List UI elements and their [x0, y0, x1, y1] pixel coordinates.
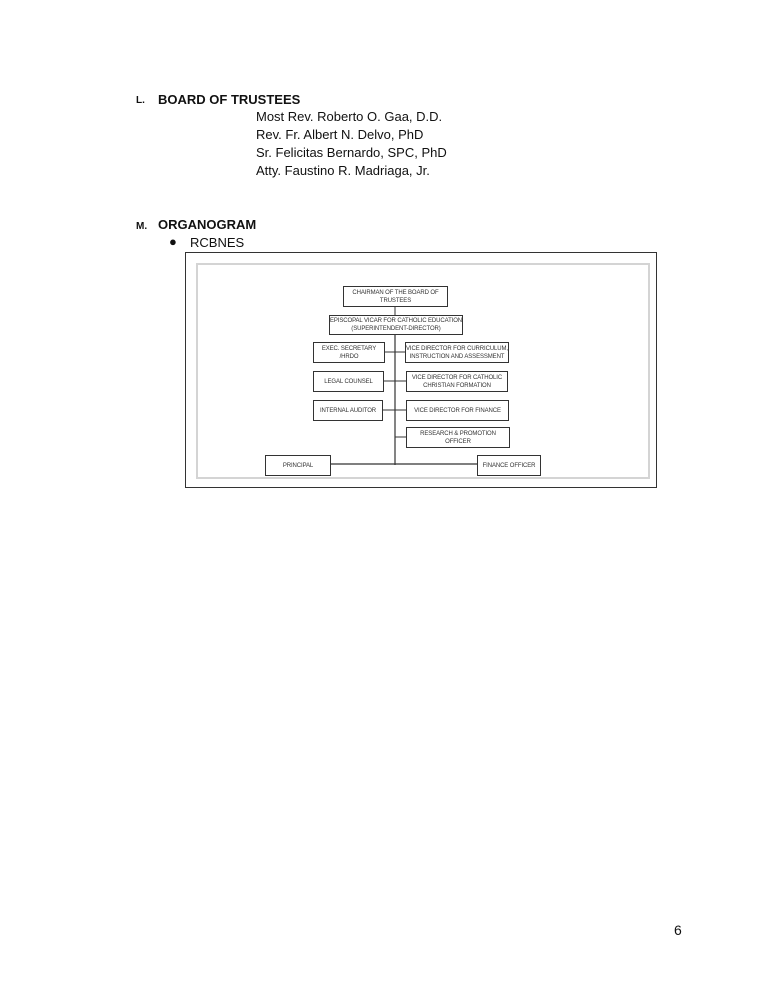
section-letter-l: L. — [136, 95, 145, 106]
research-officer-box: RESEARCH & PROMOTION OFFICER — [406, 427, 510, 448]
finance-officer-box: FINANCE OFFICER — [477, 455, 541, 476]
page-number: 6 — [674, 922, 682, 938]
trustee-name: Atty. Faustino R. Madriaga, Jr. — [256, 163, 430, 178]
board-of-trustees-heading: BOARD OF TRUSTEES — [158, 92, 301, 107]
trustee-name: Rev. Fr. Albert N. Delvo, PhD — [256, 127, 424, 142]
vd-finance-box: VICE DIRECTOR FOR FINANCE — [406, 400, 509, 421]
vicar-box: EPISCOPAL VICAR FOR CATHOLIC EDUCATION (… — [329, 315, 463, 335]
trustee-name: Most Rev. Roberto O. Gaa, D.D. — [256, 109, 443, 124]
chart-inner-border — [196, 263, 650, 479]
section-letter-m: M. — [136, 221, 148, 232]
vd-formation-box: VICE DIRECTOR FOR CATHOLIC CHRISTIAN FOR… — [406, 371, 508, 392]
trustee-name: Sr. Felicitas Bernardo, SPC, PhD — [256, 145, 447, 160]
internal-auditor-box: INTERNAL AUDITOR — [313, 400, 383, 421]
legal-counsel-box: LEGAL COUNSEL — [313, 371, 384, 392]
organogram-chart: CHAIRMAN OF THE BOARD OF TRUSTEES EPISCO… — [185, 252, 657, 488]
connector-lines — [330, 306, 477, 465]
principal-box: PRINCIPAL — [265, 455, 331, 476]
vd-curriculum-box: VICE DIRECTOR FOR CURRICULUM, INSTRUCTIO… — [405, 342, 509, 363]
bullet-icon: ● — [169, 234, 177, 249]
exec-secretary-box: EXEC. SECRETARY /HRDO — [313, 342, 385, 363]
bullet-label: RCBNES — [190, 235, 245, 250]
chairman-box: CHAIRMAN OF THE BOARD OF TRUSTEES — [343, 286, 448, 307]
organogram-heading: ORGANOGRAM — [158, 217, 257, 232]
